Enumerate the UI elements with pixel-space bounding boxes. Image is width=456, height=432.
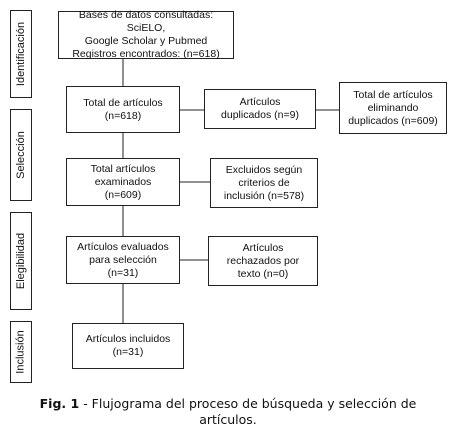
phase-elegibilidad: Elegibilidad [10,212,32,310]
rejected-text-text: Artículos rechazados por texto (n=0) [226,241,300,280]
evaluated-box: Artículos evaluados para selección (n=31… [66,236,180,284]
figure-caption-label: Fig. 1 [39,396,80,411]
included-box: Artículos incluidos (n=31) [72,323,184,369]
total-articles-text: Total de artículos (n=618) [83,96,163,122]
duplicates-text: Artículos duplicados (n=9) [221,96,299,121]
phase-identificacion: Identificación [10,10,32,98]
examined-box: Total artículos examinados (n=609) [66,158,180,206]
excluded-criteria-text: Excluidos según criterios de inclusión (… [223,163,305,202]
phase-seleccion: Selección [10,109,32,201]
phase-seleccion-label: Selección [15,131,28,179]
examined-text: Total artículos examinados (n=609) [90,162,156,201]
figure-caption-text: - Flujograma del proceso de búsqueda y s… [79,396,417,427]
duplicates-box: Artículos duplicados (n=9) [204,89,316,129]
total-without-duplicates-text: Total de artículos eliminando duplicados… [348,88,438,127]
phase-elegibilidad-label: Elegibilidad [15,232,28,290]
databases-text: Bases de datos consultadas: SciELO, Goog… [72,9,220,60]
total-without-duplicates-box: Total de artículos eliminando duplicados… [339,82,447,134]
evaluated-text: Artículos evaluados para selección (n=31… [77,240,169,279]
excluded-criteria-box: Excluidos según criterios de inclusión (… [210,158,318,208]
figure-caption: Fig. 1 - Flujograma del proceso de búsqu… [18,396,438,428]
phase-inclusion: Inclusión [10,321,32,383]
phase-inclusion-label: Inclusión [15,330,28,374]
phase-identificacion-label: Identificación [15,21,27,87]
total-articles-box: Total de artículos (n=618) [66,86,180,133]
included-text: Artículos incluidos (n=31) [85,333,171,358]
rejected-text-box: Artículos rechazados por texto (n=0) [208,236,318,286]
databases-box: Bases de datos consultadas: SciELO, Goog… [58,9,234,60]
